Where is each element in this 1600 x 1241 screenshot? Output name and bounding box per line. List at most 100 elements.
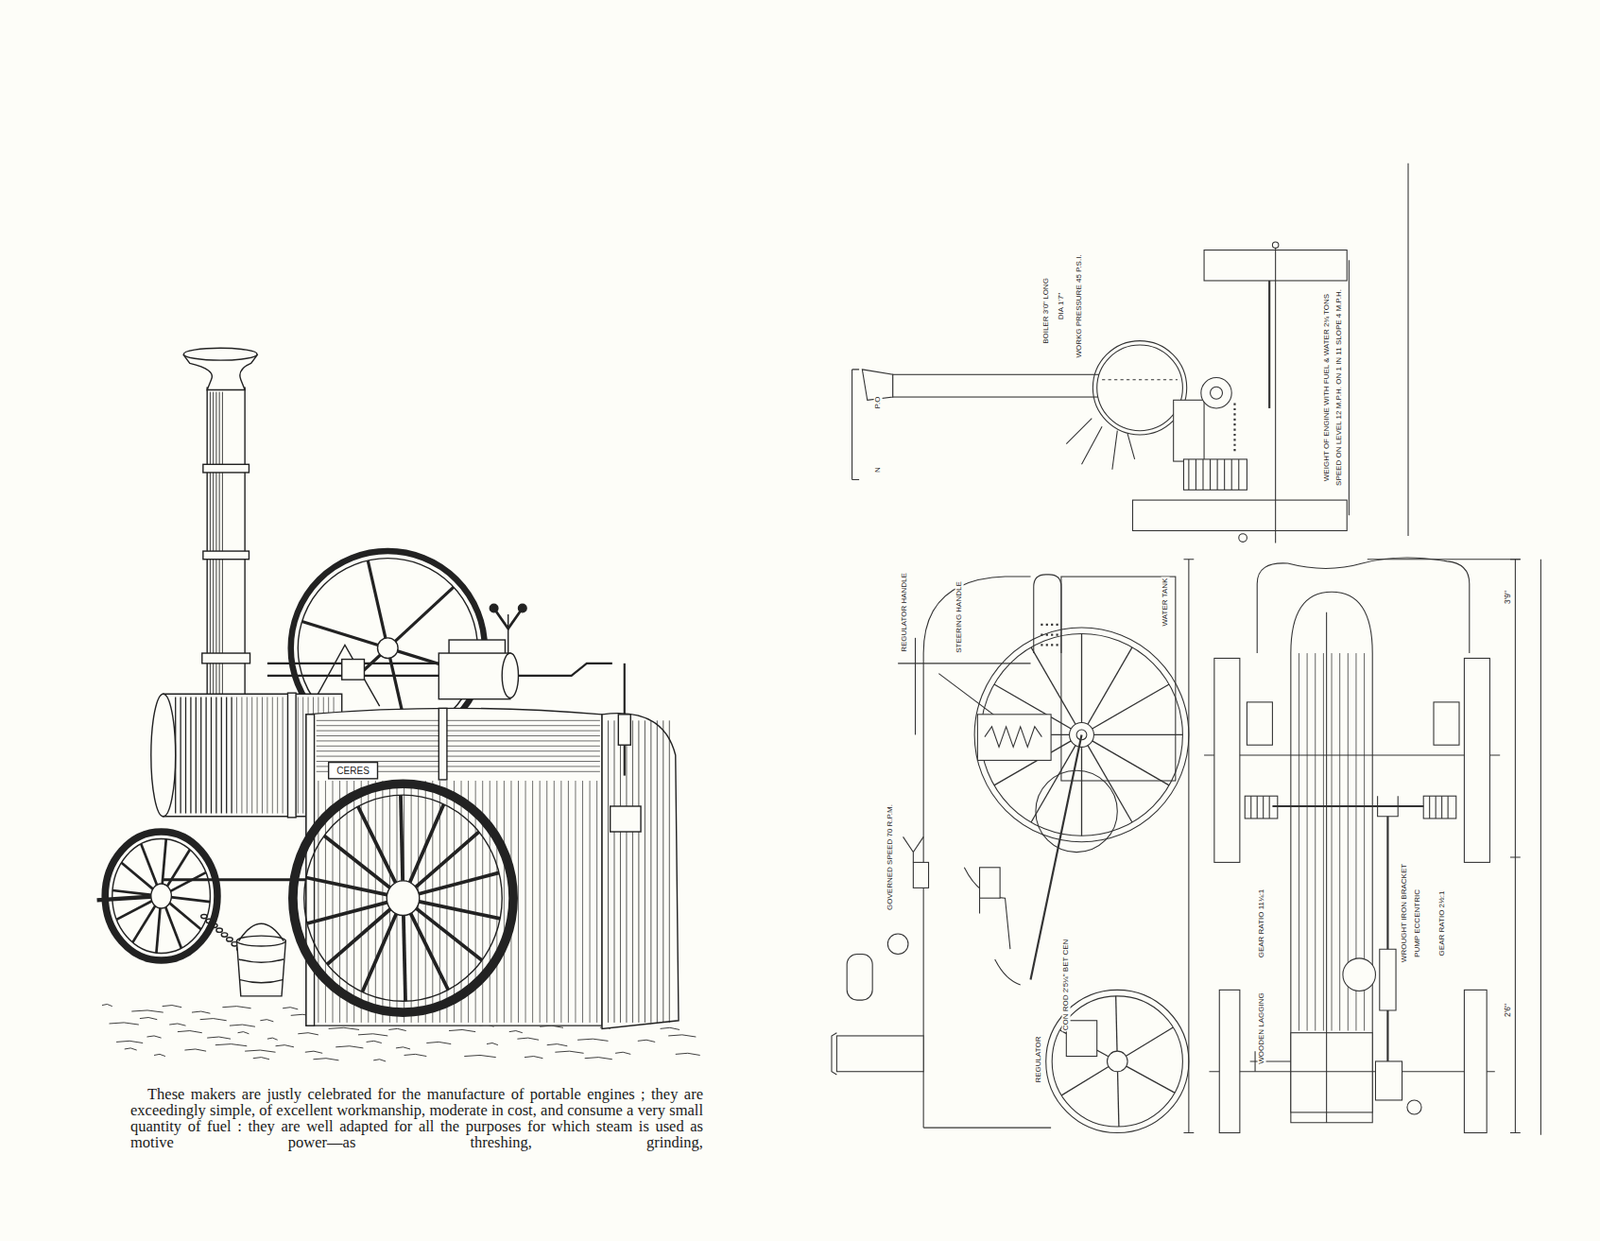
spoke: [1087, 745, 1133, 823]
ground-stroke: [366, 1040, 382, 1043]
boiler-section: [1097, 344, 1184, 431]
front-bracket: [1066, 1020, 1097, 1057]
firebox-strap: [438, 707, 448, 780]
ground-stroke: [154, 1053, 166, 1056]
hatch-line: [251, 696, 253, 813]
boiler-tube: [1298, 653, 1300, 1031]
hatch-line: [525, 780, 527, 1023]
ground-stroke: [660, 1027, 681, 1030]
spec-note: GEAR RATIO 2½:1: [1437, 890, 1446, 958]
steering-column: [1268, 280, 1271, 409]
ground-stroke: [253, 1057, 270, 1060]
hatch-line: [560, 780, 562, 1023]
part-label: WATER TANK: [1161, 577, 1170, 628]
ground-stroke: [238, 1032, 250, 1034]
cylinder-spring: [984, 726, 1042, 748]
ground-stroke: [335, 1046, 363, 1049]
spoke: [410, 911, 448, 990]
steam-pipe: [1033, 574, 1062, 654]
part-label: PUMP ECCENTRIC: [1412, 888, 1422, 959]
hatch-line: [272, 696, 274, 813]
rear-hub: [386, 880, 420, 916]
ground-stroke: [404, 1053, 428, 1056]
spoke: [112, 890, 153, 895]
eccentric: [1210, 386, 1223, 399]
spoke: [417, 872, 499, 895]
chimney-flare: [831, 1032, 837, 1075]
hatch-line: [353, 780, 355, 1023]
border-line: [1407, 163, 1409, 536]
eccentric: [1201, 378, 1232, 409]
spoke: [324, 835, 392, 889]
dimension-ticks: [1510, 559, 1521, 1134]
part-label: WOODEN LAGGING: [1256, 992, 1266, 1067]
ground-stroke: [547, 1044, 568, 1047]
spoke: [1092, 740, 1170, 786]
ground-stroke: [577, 1038, 608, 1041]
cylinder: [1375, 1061, 1402, 1101]
spoke: [1093, 734, 1183, 736]
ground-stroke: [297, 1032, 319, 1035]
hatch-line: [346, 780, 348, 1023]
dimension-line: [1514, 559, 1516, 1134]
fittings: [1066, 418, 1135, 470]
hatch-line: [596, 780, 598, 1023]
pipework: [963, 867, 1020, 985]
gear: [1423, 795, 1457, 819]
wheel: [1132, 499, 1347, 531]
axle: [1208, 1070, 1495, 1072]
steam-pipe: [517, 663, 612, 676]
part-label: REGULATOR: [1034, 1034, 1044, 1084]
ground-stroke: [388, 1028, 406, 1031]
part-label: WROUGHT IRON BRACKET: [1399, 862, 1409, 964]
boiler-strap: [287, 692, 296, 818]
ground-stroke: [275, 1045, 294, 1048]
smokebox-door: [151, 693, 176, 817]
crosshead: [342, 659, 365, 681]
ground-stroke: [177, 1031, 203, 1033]
front-wheel-spokes: [112, 839, 210, 953]
spoke: [162, 839, 167, 886]
dimension-label: 3'9": [1503, 589, 1513, 605]
ground-stroke: [312, 1058, 339, 1061]
dimension-line: [1367, 558, 1521, 560]
hatch-line: [662, 720, 664, 1023]
cylinder: [438, 653, 511, 700]
hatch-line: [205, 696, 207, 813]
ground-stroke: [131, 1010, 163, 1013]
border-line: [1540, 559, 1542, 1136]
firebox-side: [306, 707, 603, 1026]
hatch-line: [637, 720, 639, 1023]
chimney-cap: [183, 347, 258, 361]
hatch-line: [317, 780, 319, 1023]
valve: [887, 933, 909, 955]
chain-link: [216, 928, 223, 932]
ground-stroke: [358, 1033, 388, 1036]
ground-stroke: [328, 1027, 360, 1030]
ground-stroke: [464, 1054, 496, 1057]
rear-wheel: [292, 783, 514, 1013]
spoke: [1126, 1027, 1174, 1056]
spoke: [1116, 996, 1118, 1051]
hatch-line: [316, 724, 601, 726]
spec-note: GEAR RATIO 11¼:1: [1256, 888, 1266, 960]
bracket: [1173, 399, 1205, 462]
hatch-line: [316, 739, 601, 741]
ground-stroke: [146, 1035, 161, 1038]
chimney-band: [203, 464, 250, 473]
flywheel-hub: [377, 637, 398, 659]
ground-stroke: [229, 1024, 256, 1027]
hatch-line: [496, 780, 498, 1023]
hatch-line: [574, 780, 576, 1023]
spec-note: WORKG PRESSURE 45 P.S.I.: [1075, 253, 1084, 359]
spoke: [302, 621, 379, 646]
ground-stroke: [509, 1031, 523, 1033]
chain-link: [226, 937, 233, 942]
spoke: [1061, 1066, 1109, 1096]
wheel: [1463, 989, 1487, 1133]
steam-chest: [448, 639, 505, 654]
spoke: [1118, 1071, 1119, 1127]
spoke: [367, 560, 386, 638]
wheel: [1219, 989, 1240, 1133]
ground-stroke: [200, 1018, 227, 1021]
